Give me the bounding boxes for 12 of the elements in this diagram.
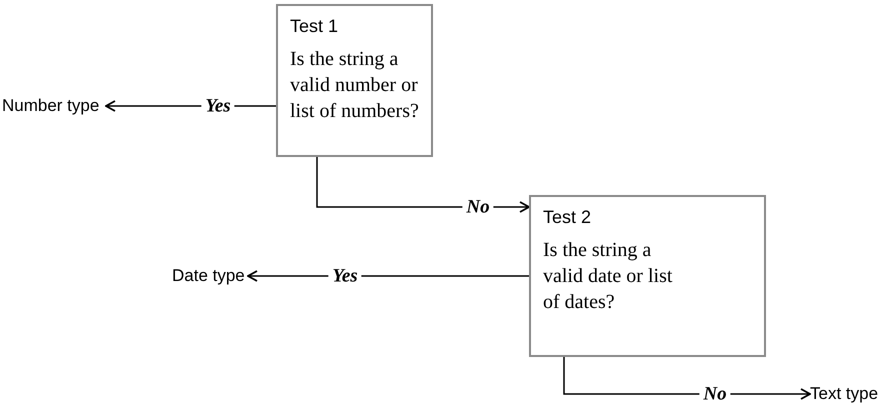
result-label: Number type <box>2 95 100 118</box>
arrow <box>316 157 530 213</box>
result-label: Text type <box>810 383 878 406</box>
arrow <box>247 270 529 282</box>
arrow <box>563 357 811 400</box>
result-label: Date type <box>172 265 245 288</box>
box-heading: Test 1 <box>290 15 340 38</box>
question-text: Is the string a valid number or list of numbers? <box>290 47 420 124</box>
decision-box <box>276 4 433 157</box>
decision-box <box>529 195 766 357</box>
box-heading: Test 2 <box>543 206 592 229</box>
question-text: Is the string a valid date or list of dates? <box>543 238 674 315</box>
